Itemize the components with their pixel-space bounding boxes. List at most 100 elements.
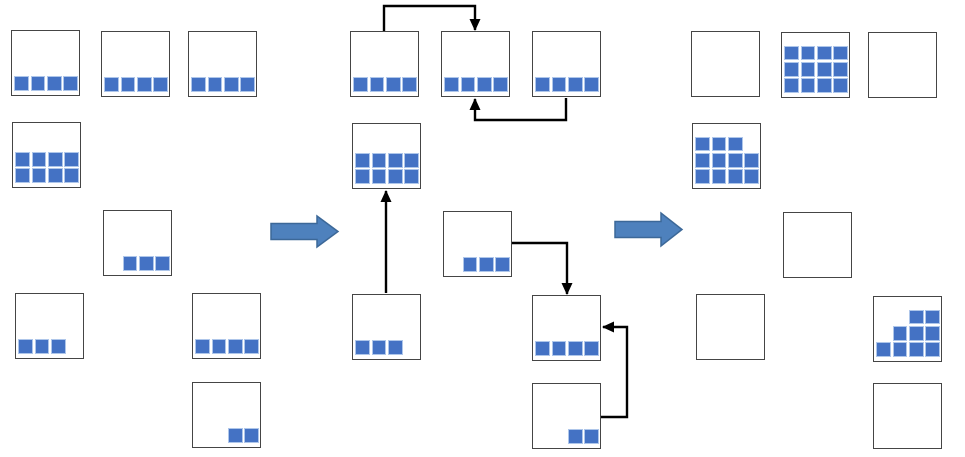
workload-block xyxy=(908,325,924,341)
workload-block xyxy=(800,61,816,77)
workload-block xyxy=(892,325,908,341)
host-box-L6 xyxy=(15,293,84,359)
workload-block xyxy=(800,78,816,93)
workload-block xyxy=(31,151,47,167)
workload-block xyxy=(727,169,743,184)
workload-block xyxy=(136,77,152,92)
migration-arrows xyxy=(380,4,629,419)
workload-block xyxy=(244,339,259,354)
workload-block xyxy=(404,152,419,168)
stage-transition-arrows xyxy=(270,211,684,249)
workload-block xyxy=(371,152,387,168)
workload-block xyxy=(444,77,459,92)
workload-block xyxy=(47,168,63,183)
workload-block xyxy=(30,76,46,91)
workload-block xyxy=(816,78,832,93)
workload-block xyxy=(355,340,370,355)
host-box-L8 xyxy=(192,382,261,448)
workload-block xyxy=(711,169,727,184)
host-box-L5 xyxy=(103,210,172,276)
workload-block xyxy=(551,341,567,356)
host-box-M5 xyxy=(443,211,512,277)
workload-block xyxy=(64,151,79,167)
workload-block xyxy=(46,76,62,91)
migration-arrow-M8-to-M7 xyxy=(601,321,629,419)
workload-block xyxy=(744,169,759,184)
workload-block xyxy=(34,339,50,354)
workload-block xyxy=(551,77,567,92)
workload-block xyxy=(711,136,727,152)
host-box-R5 xyxy=(783,212,852,278)
host-box-R4 xyxy=(692,123,761,189)
workload-block xyxy=(211,339,227,354)
workload-block xyxy=(784,78,799,93)
workload-block xyxy=(387,340,403,355)
workload-block xyxy=(584,77,599,92)
workload-block xyxy=(387,152,403,168)
workload-block xyxy=(476,77,492,92)
workload-block xyxy=(15,168,30,183)
workload-block xyxy=(800,45,816,61)
workload-block xyxy=(833,45,848,61)
workload-block xyxy=(227,428,243,443)
workload-block xyxy=(64,168,79,183)
workload-block xyxy=(15,151,30,167)
workload-block xyxy=(744,152,759,168)
workload-block xyxy=(63,76,78,91)
workload-block xyxy=(120,77,136,92)
workload-block xyxy=(925,309,940,325)
host-box-L4 xyxy=(12,122,81,188)
workload-block xyxy=(207,77,223,92)
workload-block xyxy=(695,169,710,184)
workload-block xyxy=(355,169,370,184)
workload-block xyxy=(727,136,743,152)
workload-block xyxy=(695,152,710,168)
workload-block xyxy=(153,77,168,92)
workload-block xyxy=(385,77,401,92)
workload-block xyxy=(404,169,419,184)
workload-block xyxy=(369,77,385,92)
workload-block xyxy=(138,256,154,271)
workload-block xyxy=(244,428,259,443)
workload-block xyxy=(104,77,119,92)
workload-block xyxy=(227,339,243,354)
workload-block xyxy=(567,429,583,444)
host-box-M3 xyxy=(532,31,601,97)
host-box-M7 xyxy=(532,295,601,361)
workload-block xyxy=(191,77,206,92)
workload-block xyxy=(535,77,550,92)
host-box-M2 xyxy=(441,31,510,97)
workload-block xyxy=(240,77,255,92)
workload-block xyxy=(31,168,47,183)
workload-block xyxy=(695,136,710,152)
workload-block xyxy=(18,339,33,354)
workload-block xyxy=(402,77,417,92)
workload-block xyxy=(816,61,832,77)
workload-block xyxy=(155,256,170,271)
workload-block xyxy=(462,257,478,272)
transition-arrow-1 xyxy=(270,214,340,249)
workload-block xyxy=(387,169,403,184)
workload-block xyxy=(892,342,908,357)
workload-block xyxy=(833,61,848,77)
workload-block xyxy=(355,152,370,168)
workload-block xyxy=(478,257,494,272)
host-box-L3 xyxy=(188,31,257,97)
workload-block xyxy=(493,77,508,92)
workload-block xyxy=(584,341,599,356)
workload-block xyxy=(495,257,510,272)
workload-block xyxy=(727,152,743,168)
workload-block xyxy=(371,340,387,355)
host-box-R1 xyxy=(691,31,760,97)
workload-block xyxy=(925,325,940,341)
workload-block xyxy=(908,342,924,357)
workload-block xyxy=(711,152,727,168)
workload-block xyxy=(223,77,239,92)
migration-arrow-M1-to-M2 xyxy=(382,4,481,31)
workload-block xyxy=(122,256,138,271)
transition-arrow-2 xyxy=(614,211,684,248)
host-box-R6 xyxy=(696,294,765,360)
